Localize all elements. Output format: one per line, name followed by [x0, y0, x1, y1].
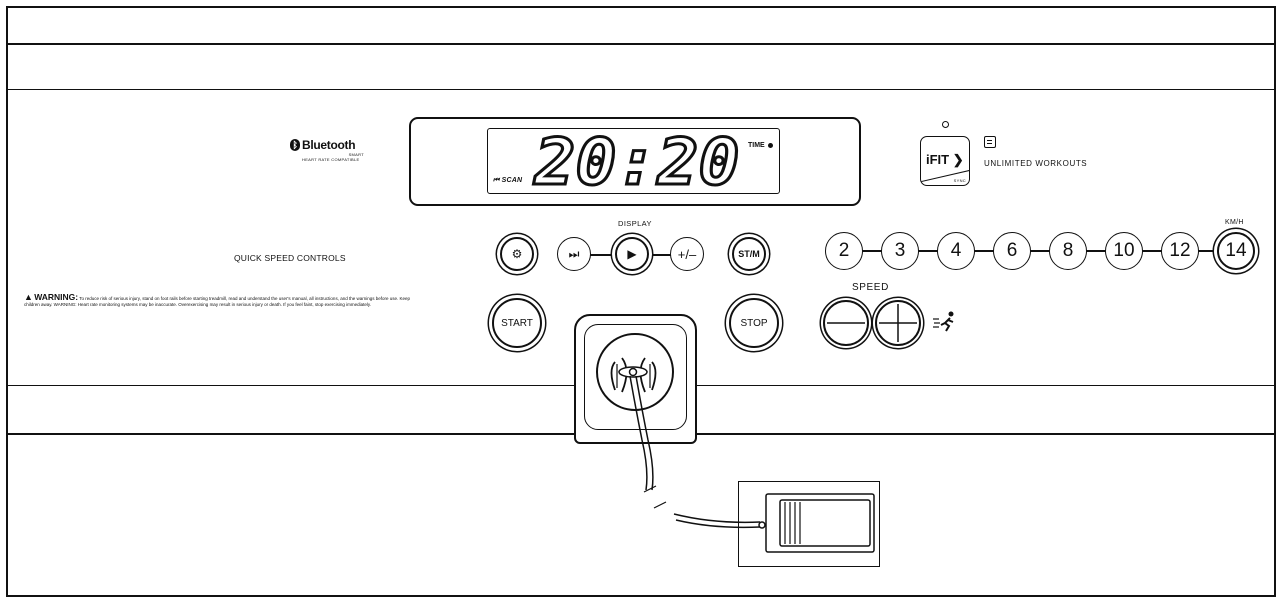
runner-icon [933, 311, 954, 332]
bluetooth-smart: SMART [348, 152, 364, 157]
console-edge-line [6, 43, 1276, 45]
warning-icon: ▲ [24, 292, 33, 302]
play-button[interactable]: ▶ [615, 237, 649, 271]
lcd-display [487, 128, 780, 194]
ifit-led [942, 121, 949, 128]
display-label: DISPLAY [618, 219, 652, 228]
settings-button[interactable]: ⚙ [500, 237, 534, 271]
skip-forward-button[interactable]: ⏭ [557, 237, 591, 271]
chevron-right-icon: ❯ [952, 152, 964, 167]
speed-button-8[interactable]: 8 [1049, 232, 1087, 270]
play-icon: ▶ [627, 247, 637, 261]
minus-icon [827, 322, 865, 324]
warning-text: ▲ WARNING: To reduce risk of serious inj… [24, 292, 424, 307]
warning-title: WARNING: [34, 292, 79, 302]
warning-body: To reduce risk of serious injury, stand … [24, 296, 410, 307]
workouts-icon [984, 136, 996, 148]
quick-speed-controls-label: QUICK SPEED CONTROLS [234, 253, 346, 263]
speed-button-2[interactable]: 2 [825, 232, 863, 270]
kmh-label: KM/H [1225, 219, 1244, 226]
safety-key-socket [596, 333, 674, 411]
time-indicator-dot [768, 143, 773, 148]
gear-icon: ⚙ [511, 247, 523, 261]
display-bezel [409, 117, 861, 206]
stop-button[interactable]: STOP [729, 298, 779, 348]
ifit-label: iFIT [926, 152, 950, 167]
speed-button-4[interactable]: 4 [937, 232, 975, 270]
start-button[interactable]: START [492, 298, 542, 348]
scan-indicator: ⏮ SCAN [493, 177, 523, 184]
lcd-digits: 20:20 [532, 133, 741, 188]
plus-minus-button[interactable]: +/– [670, 237, 704, 271]
scan-label: SCAN [501, 177, 523, 184]
speed-button-14[interactable]: 14 [1217, 232, 1255, 270]
power-switch[interactable] [760, 490, 876, 560]
safety-key[interactable] [574, 330, 894, 580]
stm-button[interactable]: ST/M [732, 237, 766, 271]
ifit-button[interactable]: iFIT ❯ SYNC [920, 136, 970, 186]
plus-icon [879, 304, 917, 342]
speed-decrease-button[interactable] [823, 300, 869, 346]
bluetooth-brand: Bluetooth [302, 138, 356, 152]
diagram-frame [6, 6, 1276, 597]
speed-button-3[interactable]: 3 [881, 232, 919, 270]
time-readout: 20:20 [533, 133, 739, 188]
speed-increase-button[interactable] [875, 300, 921, 346]
speed-button-connector [845, 250, 1235, 252]
bluetooth-hr: HEART RATE COMPATIBLE [302, 157, 360, 162]
unlimited-workouts-label: UNLIMITED WORKOUTS [984, 159, 1088, 168]
speed-button-10[interactable]: 10 [1105, 232, 1143, 270]
time-indicator: TIME [748, 142, 765, 149]
console-edge-line [6, 89, 1276, 90]
ifit-sync-label: SYNC [953, 178, 966, 183]
power-switch-detail [738, 481, 880, 567]
speed-button-6[interactable]: 6 [993, 232, 1031, 270]
safety-key-recess [584, 324, 687, 430]
skip-forward-icon: ⏭ [568, 247, 580, 261]
bluetooth-icon: ᛒ [290, 139, 300, 151]
speed-button-12[interactable]: 12 [1161, 232, 1199, 270]
speed-label: SPEED [852, 282, 889, 293]
